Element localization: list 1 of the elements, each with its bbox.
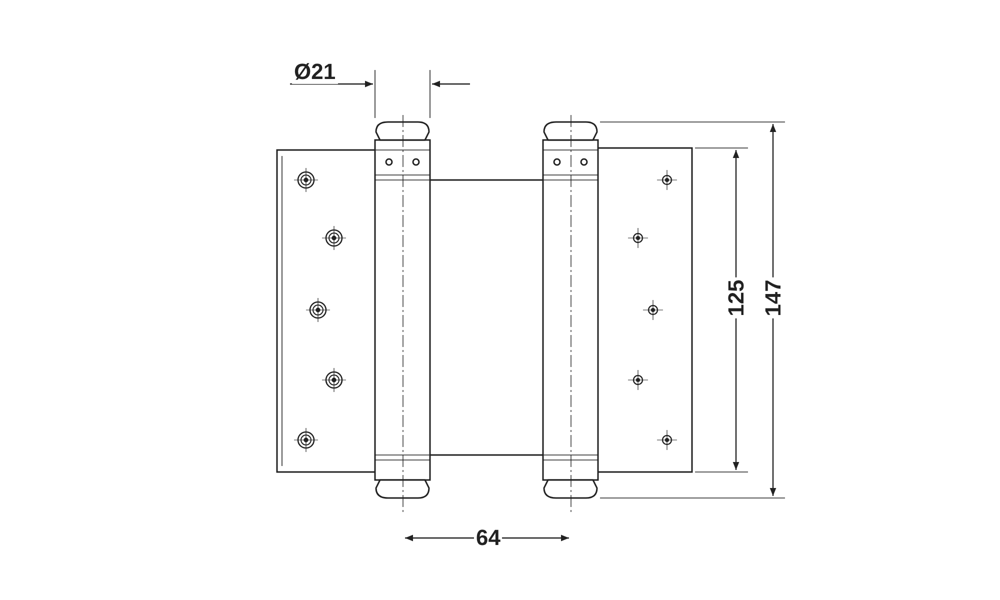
dimension-label: Ø21 [292, 60, 338, 84]
